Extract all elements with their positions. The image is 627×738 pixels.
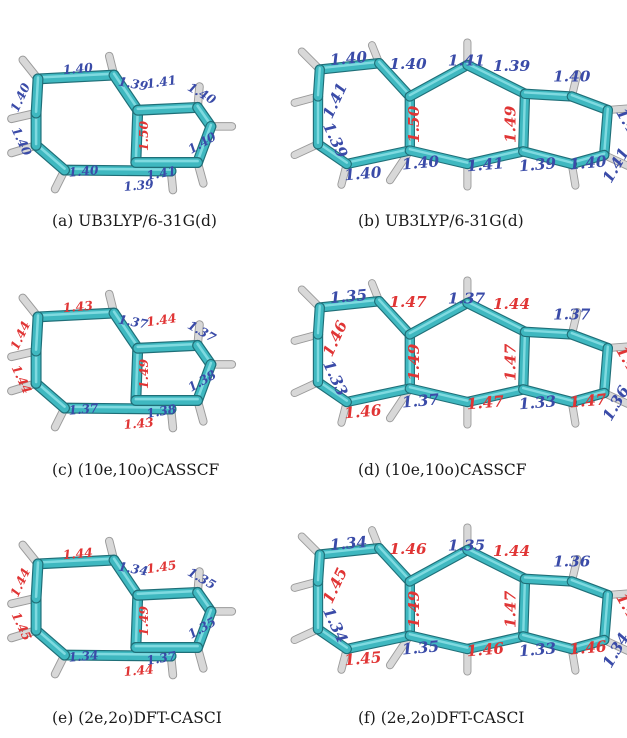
bond-length-label: 1.39	[117, 74, 150, 94]
bond-length-label: 1.33	[319, 357, 351, 399]
bond-length-label: 1.46	[569, 637, 608, 658]
caption-d: (d) (10e,10o)CASSCF	[358, 461, 527, 479]
bond-length-label: 1.39	[493, 57, 531, 75]
caption-a: (a) UB3LYP/6-31G(d)	[52, 212, 217, 230]
bond-length-label: 1.44	[62, 545, 93, 563]
bond-length-label: 1.43	[62, 298, 94, 316]
bond-length-label: 1.46	[389, 540, 427, 558]
bond-length-label: 1.37	[553, 306, 591, 324]
bond-length-label: 1.45	[145, 557, 177, 576]
bond-length-label: 1.44	[493, 542, 530, 560]
bond-length-label: 1.49	[502, 105, 520, 143]
bond-length-label: 1.34	[117, 559, 149, 579]
bond-length-label: 1.44	[493, 295, 530, 313]
bond-length-label: 1.41	[145, 163, 177, 183]
bond-length-label: 1.40	[569, 152, 608, 173]
bond-length-label: 1.44	[123, 661, 154, 679]
bond-length-label: 1.47	[502, 590, 520, 628]
bond-length-label: 1.37	[448, 289, 486, 307]
caption-c: (c) (10e,10o)CASSCF	[52, 461, 220, 479]
bond-length-label: 1.41	[145, 72, 177, 91]
caption-b: (b) UB3LYP/6-31G(d)	[358, 212, 524, 230]
bond-length-label: 1.33	[518, 639, 557, 660]
bond-length-label: 1.37	[68, 400, 100, 418]
bond-length-label: 1.41	[448, 51, 485, 69]
bond-length-label: 1.49	[405, 590, 423, 628]
bond-length-label: 1.40	[389, 55, 427, 73]
bond-length-label: 1.43	[123, 414, 155, 432]
bond-length-label: 1.46	[344, 401, 383, 422]
bond-length-label: 1.47	[466, 392, 505, 413]
bond-length-label: 1.37	[401, 390, 440, 411]
bond-length-label: 1.40	[62, 60, 94, 78]
bond-length-label: 1.44	[7, 319, 33, 353]
bond-length-label: 1.39	[319, 119, 351, 161]
caption-f: (f) (2e,2o)DFT-CASCI	[358, 709, 525, 727]
bond-length-label: 1.49	[405, 343, 423, 381]
bond-length-label: 1.40	[401, 152, 440, 173]
bond-length-label: 1.37	[117, 312, 150, 332]
bond-length-label: 1.35	[448, 536, 485, 554]
bond-length-label: 1.46	[466, 639, 505, 660]
bond-length-label: 1.36	[553, 553, 591, 571]
bond-length-label: 1.50	[136, 120, 151, 150]
bond-length-label: 1.34	[329, 533, 368, 554]
bond-length-label: 1.33	[518, 392, 557, 413]
bond-length-label: 1.35	[401, 637, 440, 658]
bond-length-label: 1.47	[389, 293, 427, 311]
bond-length-label: 1.41	[466, 154, 505, 175]
bond-length-label: 1.35	[329, 286, 368, 307]
bond-length-label: 1.44	[145, 310, 177, 329]
bond-length-label: 1.47	[569, 390, 608, 411]
bond-length-label: 1.39	[518, 154, 557, 175]
caption-e: (e) (2e,2o)DFT-CASCI	[52, 709, 222, 727]
bond-length-label: 1.40	[344, 163, 383, 184]
bond-length-label: 1.40	[553, 68, 591, 86]
bond-length-label: 1.39	[123, 176, 155, 194]
bond-length-label: 1.47	[502, 343, 520, 381]
bond-length-label: 1.40	[329, 48, 368, 69]
bond-length-label: 1.49	[136, 605, 151, 635]
bond-length-label: 1.50	[405, 105, 423, 143]
bond-length-label: 1.49	[136, 358, 151, 388]
bond-length-label: 1.45	[344, 648, 383, 669]
bond-length-label: 1.38	[145, 401, 178, 421]
bond-length-label: 1.44	[7, 566, 33, 600]
bond-length-label: 1.37	[145, 648, 178, 668]
bond-length-label: 1.34	[68, 647, 99, 665]
bond-length-label: 1.34	[319, 604, 351, 645]
bond-length-label: 1.40	[68, 162, 100, 180]
bond-length-label: 1.40	[7, 80, 33, 114]
